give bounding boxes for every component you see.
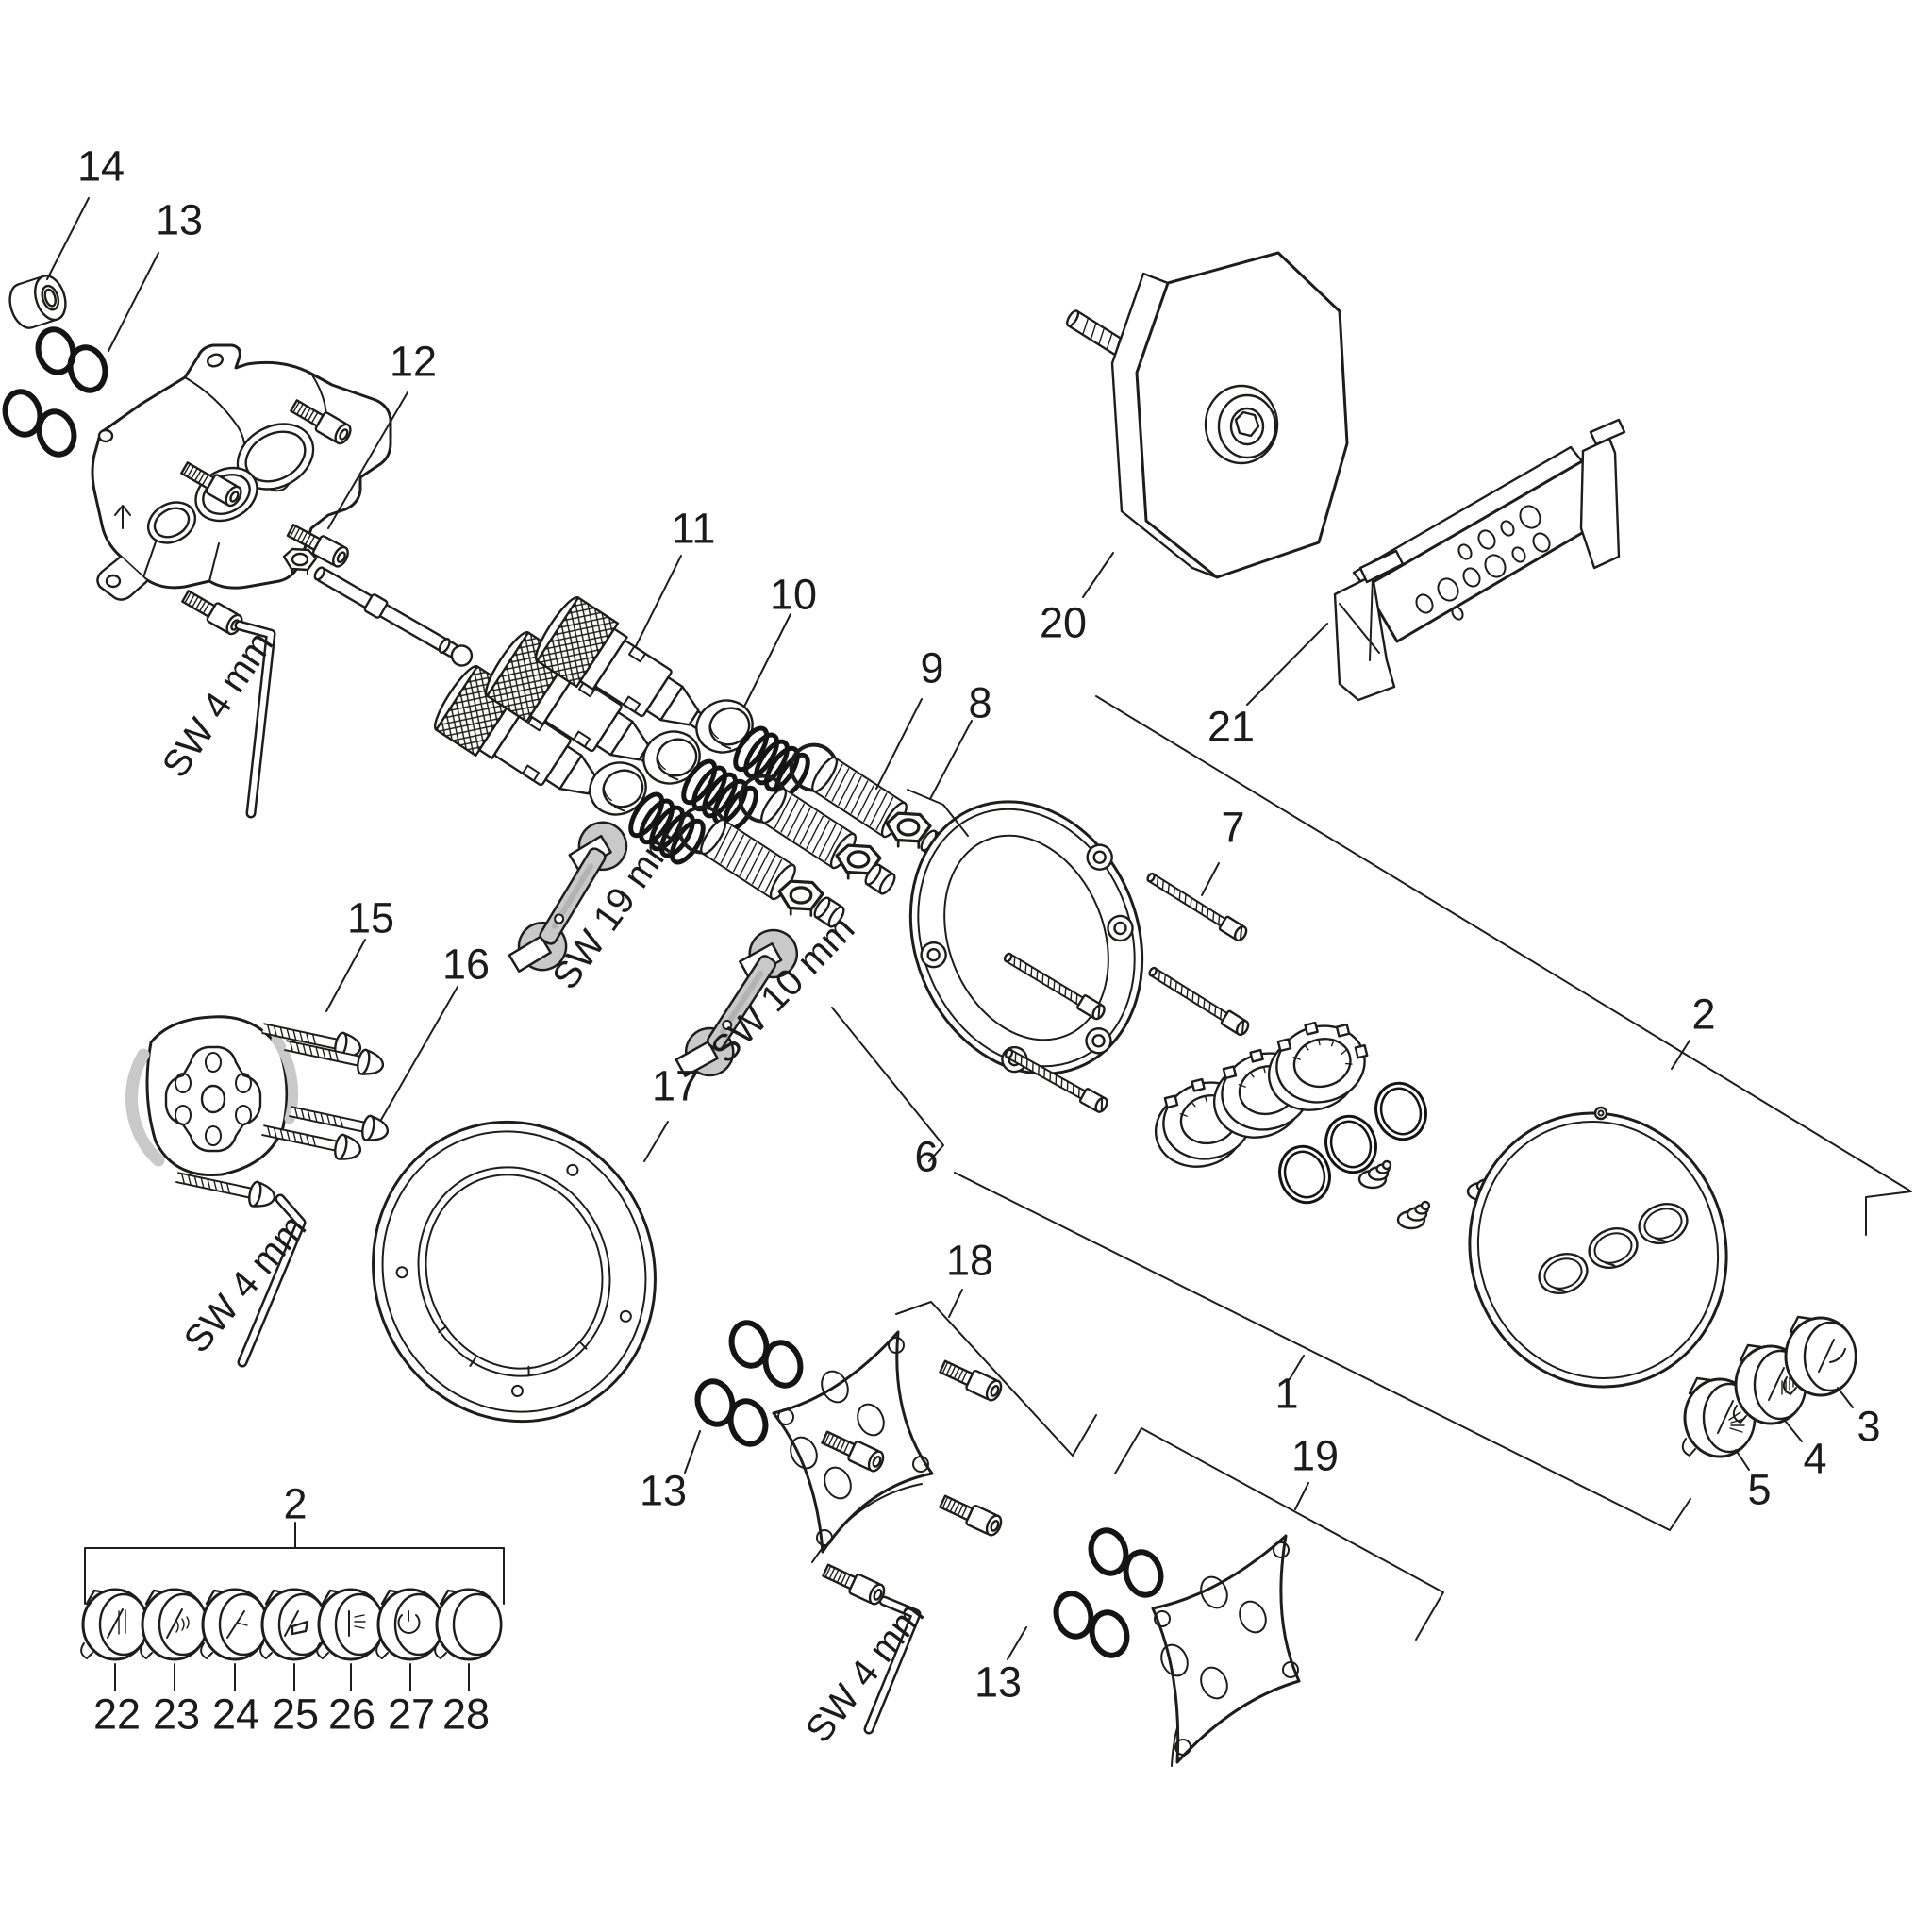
allen-key-sw4-bottom: [863, 1595, 922, 1735]
part-21-extension-set: [1333, 418, 1626, 702]
bracket-2-right-tick: [1671, 1040, 1690, 1070]
part-4-knob: [1732, 1343, 1807, 1425]
bracket-19: [1114, 1427, 1444, 1641]
allen-key-sw4-top: [234, 620, 276, 819]
callout-6: 6: [914, 1133, 938, 1181]
flow-arrow-icon: [114, 505, 131, 529]
callout-27: 27: [388, 1690, 435, 1739]
callout-20: 20: [1040, 599, 1087, 647]
part-19-carrier: [1151, 1534, 1301, 1767]
bracket-18: [895, 1301, 1097, 1457]
callout-24: 24: [212, 1690, 259, 1739]
callout-17: 17: [652, 1062, 699, 1110]
part-15-adapter: [125, 1015, 299, 1177]
callout-9: 9: [920, 644, 943, 692]
callout-13-top: 13: [156, 196, 203, 244]
callout-15: 15: [347, 894, 394, 942]
callout-19: 19: [1291, 1432, 1339, 1480]
leader-lines: [46, 197, 1854, 1691]
callout-labels: 14 13 12 11 10 9 8 20 21 7 2 15 16 17 6 …: [77, 142, 1881, 1739]
callout-7: 7: [1221, 804, 1244, 852]
part-1-escutcheon-plate: [1468, 1106, 1728, 1389]
rail-holes: [1415, 505, 1551, 621]
part-17-escutcheon-ring: [372, 1120, 657, 1424]
bracket-1: [954, 1172, 1691, 1531]
bracket-2-bottom: [84, 1522, 505, 1605]
knob-24: [199, 1588, 269, 1661]
handshower-icon: [1781, 1374, 1794, 1395]
callout-10: 10: [770, 571, 817, 619]
callout-22: 22: [93, 1690, 141, 1739]
overhead-shower-icon: [1829, 1348, 1846, 1363]
part-14-bushing: [8, 275, 67, 329]
port-cold: [146, 501, 197, 544]
callout-21: 21: [1208, 703, 1255, 751]
allen-key-sw4-left: [237, 1193, 307, 1368]
callout-13-bottom: 13: [974, 1658, 1022, 1707]
part-3-knob: [1782, 1315, 1857, 1397]
part-18-carrier: [772, 1330, 1006, 1607]
callout-18: 18: [946, 1237, 993, 1285]
callout-11: 11: [672, 505, 716, 553]
callout-3: 3: [1857, 1403, 1880, 1451]
group-brackets: [84, 695, 1912, 1641]
callout-26: 26: [328, 1690, 375, 1739]
callout-12: 12: [390, 338, 437, 386]
knob-22: [79, 1588, 149, 1661]
callout-25: 25: [272, 1690, 319, 1739]
callout-28: 28: [442, 1690, 490, 1739]
knob-28: [433, 1588, 503, 1661]
knob-26: [315, 1588, 385, 1661]
callout-1: 1: [1274, 1370, 1298, 1418]
bracket-6: [831, 1007, 944, 1162]
callout-2-right: 2: [1691, 991, 1715, 1039]
callout-4: 4: [1803, 1435, 1826, 1483]
part-20-plaster-shield: [1066, 251, 1349, 579]
valve-body: [91, 343, 392, 601]
part-12-fixing-set: [177, 395, 474, 667]
bracket-2-right: [1095, 695, 1912, 1236]
callout-5: 5: [1747, 1466, 1771, 1514]
callout-16: 16: [442, 941, 490, 989]
symbol-knob-set: [79, 1588, 503, 1661]
callout-2-bottom: 2: [283, 1480, 307, 1528]
port-hot: [236, 423, 315, 491]
callout-13-mid: 13: [640, 1467, 687, 1515]
callout-23: 23: [153, 1690, 200, 1739]
knob-25: [258, 1588, 328, 1661]
push-rod: [313, 566, 474, 667]
part-6-mounting-ring: [908, 800, 1144, 1115]
callout-8: 8: [968, 679, 991, 727]
callout-14: 14: [77, 142, 125, 191]
knob-23: [139, 1588, 208, 1661]
knob-27: [375, 1588, 444, 1661]
